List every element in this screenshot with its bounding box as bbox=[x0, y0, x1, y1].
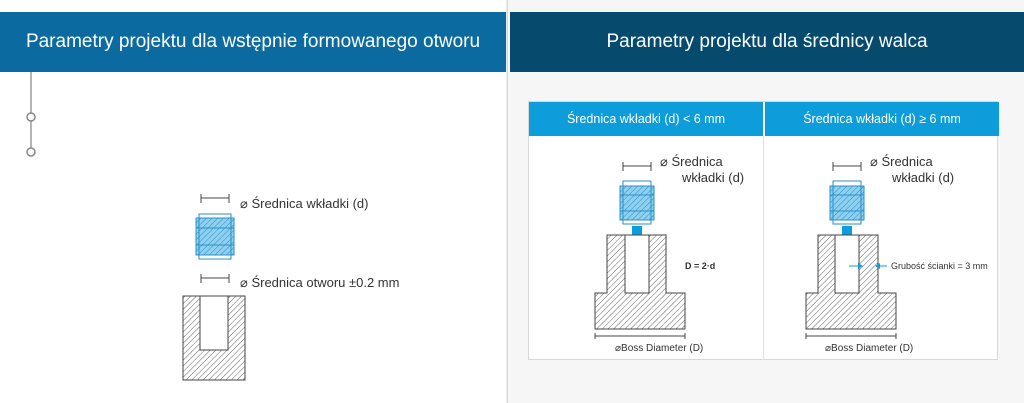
table-column-divider bbox=[763, 136, 764, 360]
col2-insert-label: ⌀ Średnica wkładki (d) bbox=[870, 154, 954, 186]
wall-thickness-label: Grubość ścianki = 3 mm bbox=[891, 261, 988, 271]
col2-insert-label-line1: ⌀ Średnica bbox=[870, 154, 933, 169]
table-header-small-insert: Średnica wkładki (d) < 6 mm bbox=[529, 102, 763, 136]
left-panel: Parametry projektu dla wstępnie formowan… bbox=[0, 0, 508, 403]
hole-diameter-label: ⌀ Średnica otworu ±0.2 mm bbox=[240, 275, 400, 290]
col1-insert-label-line1: ⌀ Średnica bbox=[660, 154, 723, 169]
col1-insert-label: ⌀ Średnica wkładki (d) bbox=[660, 154, 744, 186]
right-panel: Parametry projektu dla średnicy walca Śr… bbox=[508, 0, 1024, 403]
col2-insert-label-line2: wkładki (d) bbox=[892, 170, 955, 185]
col2-boss-diameter-label: ⌀Boss Diameter (D) bbox=[825, 343, 914, 354]
timeline-node bbox=[26, 112, 36, 122]
boss-diagram-small bbox=[594, 162, 686, 339]
threaded-insert bbox=[195, 213, 235, 260]
boss-diagram-large bbox=[805, 162, 897, 339]
right-panel-title: Parametry projektu dla średnicy walca bbox=[510, 12, 1024, 72]
timeline-node bbox=[26, 147, 36, 157]
col1-boss-diameter-label: ⌀Boss Diameter (D) bbox=[615, 343, 704, 354]
col1-insert-label-line2: wkładki (d) bbox=[682, 170, 745, 185]
insert-diameter-label: ⌀ Średnica wkładki (d) bbox=[240, 196, 369, 211]
boss-formula-label: D = 2·d bbox=[685, 261, 716, 271]
left-panel-title: Parametry projektu dla wstępnie formowan… bbox=[0, 12, 506, 72]
preformed-hole-diagram bbox=[26, 72, 246, 381]
boss-diagrams bbox=[594, 162, 897, 339]
boss-diameter-table: Średnica wkładki (d) < 6 mm Średnica wkł… bbox=[528, 101, 999, 360]
table-header-large-insert: Średnica wkładki (d) ≥ 6 mm bbox=[765, 102, 999, 136]
part-with-hole bbox=[182, 295, 246, 381]
